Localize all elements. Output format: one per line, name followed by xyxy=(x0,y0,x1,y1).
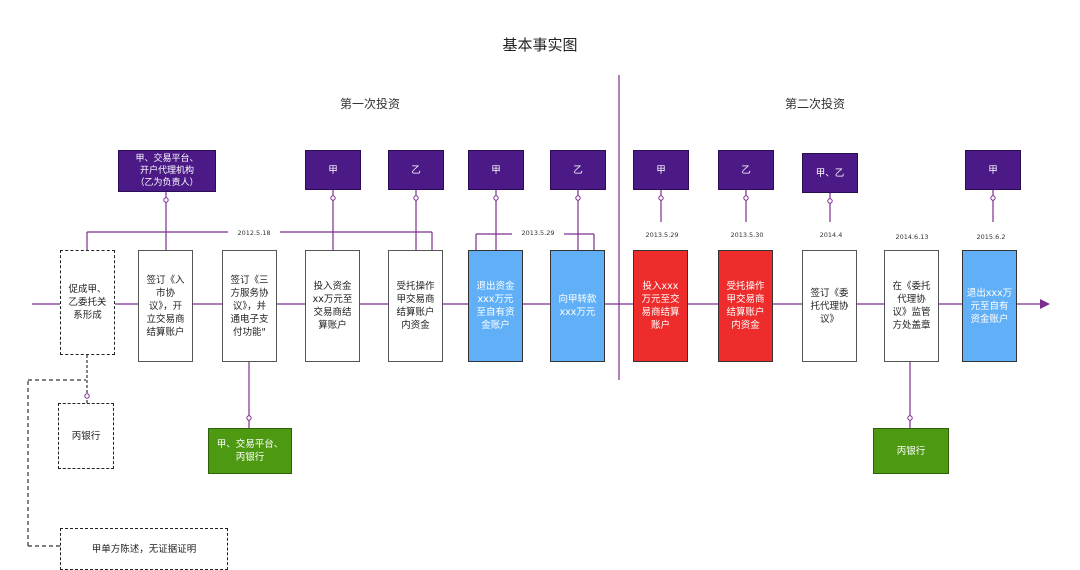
step-box: 投入资金 xx万元至 交易商结 算账户 xyxy=(305,250,360,362)
connector-dot xyxy=(907,415,913,421)
party-box: 甲 xyxy=(633,150,689,190)
party-box-green: 丙银行 xyxy=(873,428,949,474)
step-box: 签订《三 方服务协 议》，并 通电子支 付功能" xyxy=(222,250,277,362)
date-label: 2013.5.29 xyxy=(636,231,688,239)
connector-dot xyxy=(743,195,749,201)
diagram-title: 基本事实图 xyxy=(502,36,578,54)
step-box: 退出xxx万 元至自有 资金账户 xyxy=(962,250,1017,362)
party-box: 甲 xyxy=(305,150,361,190)
party-box: 甲、交易平台、 开户代理机构 （乙为负责人） xyxy=(118,150,216,192)
connector-dot xyxy=(658,195,664,201)
party-box: 甲 xyxy=(965,150,1021,190)
connector-dot xyxy=(246,415,252,421)
note-box: 甲单方陈述，无证据证明 xyxy=(60,528,228,570)
connector-dot xyxy=(827,198,833,204)
connector-dot xyxy=(163,197,169,203)
connector-dot xyxy=(413,195,419,201)
party-box: 乙 xyxy=(550,150,606,190)
connector-dot xyxy=(990,195,996,201)
step-box: 受托操作 甲交易商 结算账户 内资金 xyxy=(388,250,443,362)
step-box: 受托操作 甲交易商 结算账户 内资金 xyxy=(718,250,773,362)
step-box: 签订《委 托代理协 议》 xyxy=(802,250,857,362)
step-box: 促成甲、 乙委托关 系形成 xyxy=(60,250,115,355)
date-label: 2013.5.30 xyxy=(721,231,773,239)
date-label: 2013.5.29 xyxy=(512,229,564,237)
connector-dot xyxy=(493,195,499,201)
date-label: 2014.4 xyxy=(805,231,857,239)
party-box: 乙 xyxy=(388,150,444,190)
party-box-dashed: 丙银行 xyxy=(58,403,114,469)
section-label-second: 第二次投资 xyxy=(784,97,845,111)
connector-dot xyxy=(575,195,581,201)
timeline-arrow xyxy=(1040,299,1050,309)
step-box: 投入xxx 万元至交 易商结算 账户 xyxy=(633,250,688,362)
date-label: 2012.5.18 xyxy=(228,229,280,237)
date-label: 2015.6.2 xyxy=(965,233,1017,241)
connector-dot xyxy=(84,393,90,399)
step-box: 退出资金 xxx万元 至自有资 金账户 xyxy=(468,250,523,362)
date-label: 2014.6.13 xyxy=(886,233,938,241)
section-label-first: 第一次投资 xyxy=(339,97,400,111)
step-box: 在《委托 代理协 议》监管 方处盖章 xyxy=(884,250,939,362)
party-box: 甲、乙 xyxy=(802,153,858,193)
party-box-green: 甲、交易平台、 丙银行 xyxy=(208,428,292,474)
step-box: 签订《入 市协 议》，开 立交易商 结算账户 xyxy=(138,250,193,362)
party-box: 甲 xyxy=(468,150,524,190)
party-box: 乙 xyxy=(718,150,774,190)
step-box: 向甲转款 xxx万元 xyxy=(550,250,605,362)
connector-dot xyxy=(330,195,336,201)
